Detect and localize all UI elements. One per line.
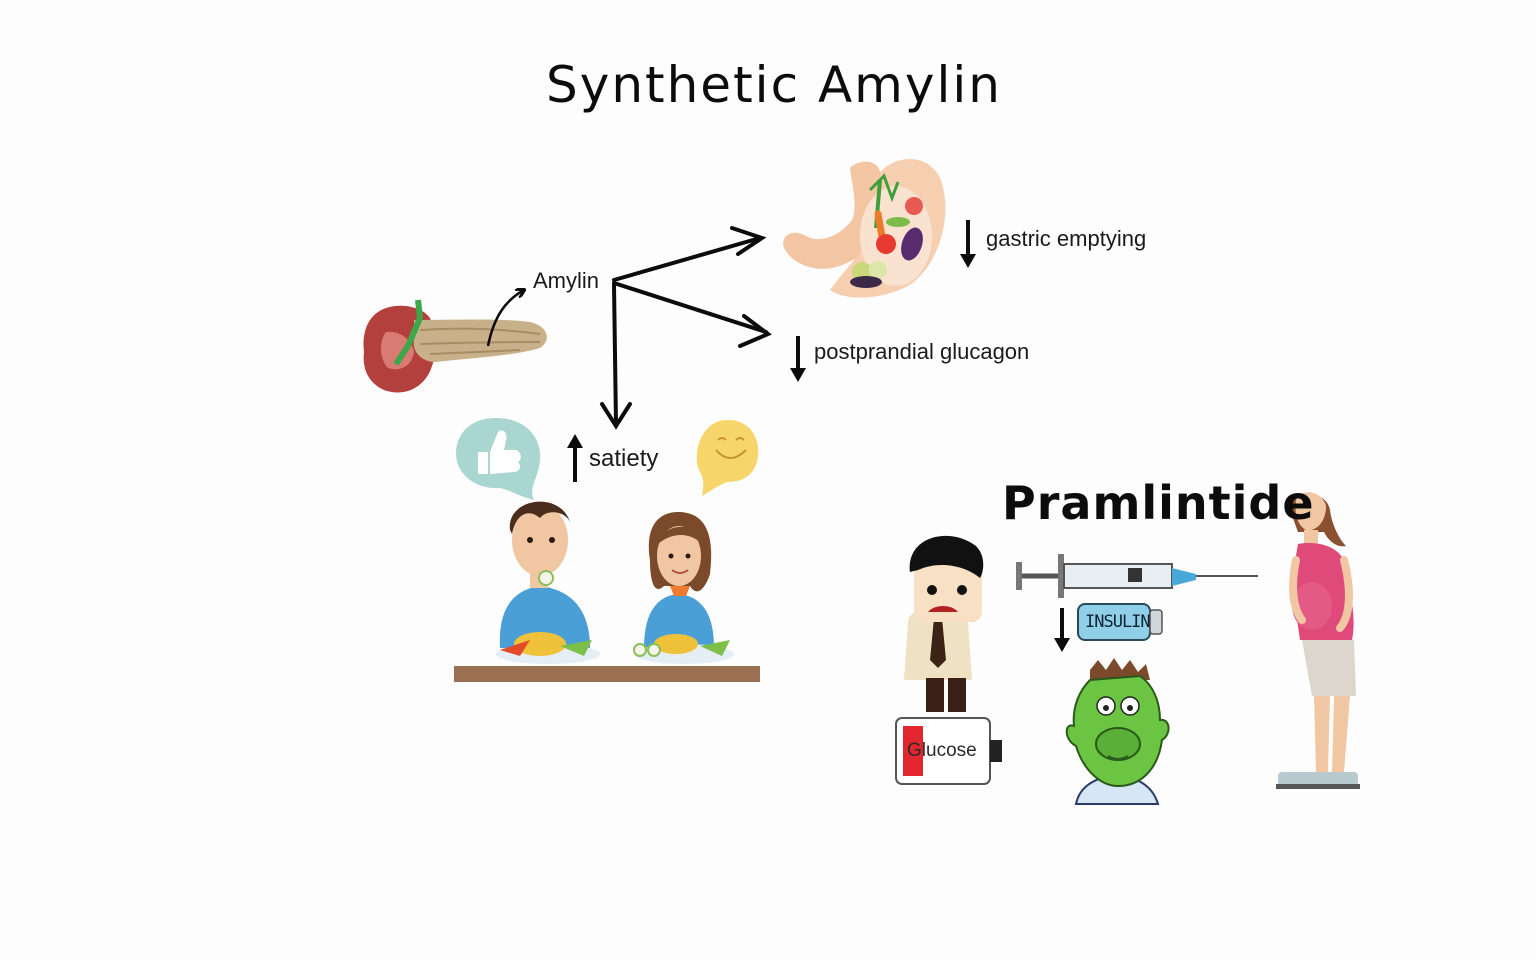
thumbs-up-bubble-icon: [456, 418, 541, 500]
battery-glucose-label: Glucose: [907, 740, 977, 761]
nauseous-green-face-icon: [1065, 658, 1170, 805]
label-gastric-emptying: gastric emptying: [986, 226, 1147, 251]
vial-insulin-label: INSULIN: [1085, 612, 1151, 632]
label-satiety: satiety: [589, 445, 659, 472]
arrow-down-glucagon: [790, 336, 806, 382]
arrow-up-satiety: [567, 434, 583, 482]
label-postprandial-glucagon: postprandial glucagon: [814, 339, 1030, 364]
couple-eating-icon: [454, 501, 760, 682]
woman-on-scale-icon: [1276, 492, 1360, 789]
drug-name-title: Pramlintide: [1002, 476, 1315, 530]
arrow-down-gastric: [960, 220, 976, 268]
smiley-bubble-icon: [696, 420, 759, 496]
diagram-title: Synthetic Amylin: [546, 56, 1002, 114]
stomach-with-vegetables-icon: [783, 159, 946, 298]
arrow-down-insulin: [1054, 608, 1070, 652]
syringe-icon: [1016, 554, 1258, 598]
label-amylin: Amylin: [533, 268, 600, 293]
worried-man-on-battery-icon: [895, 535, 1002, 785]
amylin-effect-arrows: [600, 226, 772, 430]
pancreas-release-arrow: [486, 290, 524, 347]
pancreas-icon: [363, 299, 547, 393]
insulin-vial-icon: [1077, 603, 1163, 641]
